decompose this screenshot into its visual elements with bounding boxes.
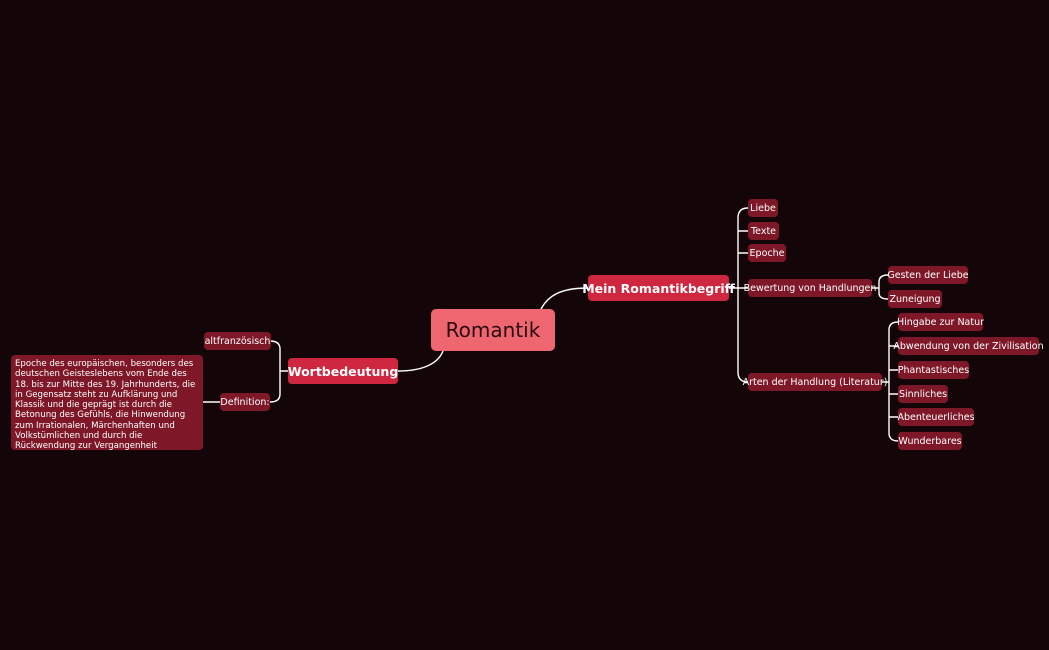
topic-texte[interactable]: Texte — [748, 222, 779, 240]
connector-central-to-wortbedeutung — [397, 350, 444, 372]
connector-wortbedeutung-to-children — [269, 340, 288, 403]
connector-bewertung-to-children — [872, 274, 889, 300]
topic-abenteuerliches[interactable]: Abenteuerliches — [897, 408, 975, 426]
topic-epoche[interactable]: Epoche — [748, 244, 786, 262]
topic-hingabe-zur-natur[interactable]: Hingabe zur Natur — [897, 313, 984, 331]
central-topic-romantik[interactable]: Romantik — [431, 309, 555, 351]
topic-phantastisches[interactable]: Phantastisches — [898, 361, 969, 379]
topic-zuneigung[interactable]: Zuneigung — [888, 290, 942, 308]
topic-wunderbares[interactable]: Wunderbares — [898, 432, 962, 450]
topic-definition[interactable]: Definition: — [220, 393, 270, 411]
connector-arten-to-children — [882, 321, 899, 442]
topic-definition-text[interactable]: Epoche des europäischen, besonders des d… — [11, 355, 203, 451]
topic-abwendung-von-der-zivilisation[interactable]: Abwendung von der Zivilisation — [893, 337, 1044, 355]
topic-arten-der-handlung[interactable]: Arten der Handlung (Literatur) — [743, 373, 887, 391]
connector-mein-to-children — [729, 207, 749, 383]
topic-bewertung-von-handlungen[interactable]: Bewertung von Handlungen — [744, 279, 876, 297]
topic-liebe[interactable]: Liebe — [748, 199, 778, 217]
connector-central-to-mein-romantikbegriff — [540, 287, 589, 310]
topic-gesten-der-liebe[interactable]: Gesten der Liebe — [887, 266, 969, 284]
main-topic-wortbedeutung[interactable]: Wortbedeutung — [288, 358, 398, 384]
main-topic-mein-romantikbegriff[interactable]: Mein Romantikbegriff — [582, 275, 735, 301]
topic-sinnliches[interactable]: Sinnliches — [898, 385, 948, 403]
topic-altfranzoesisch[interactable]: altfranzösisch — [204, 332, 271, 350]
